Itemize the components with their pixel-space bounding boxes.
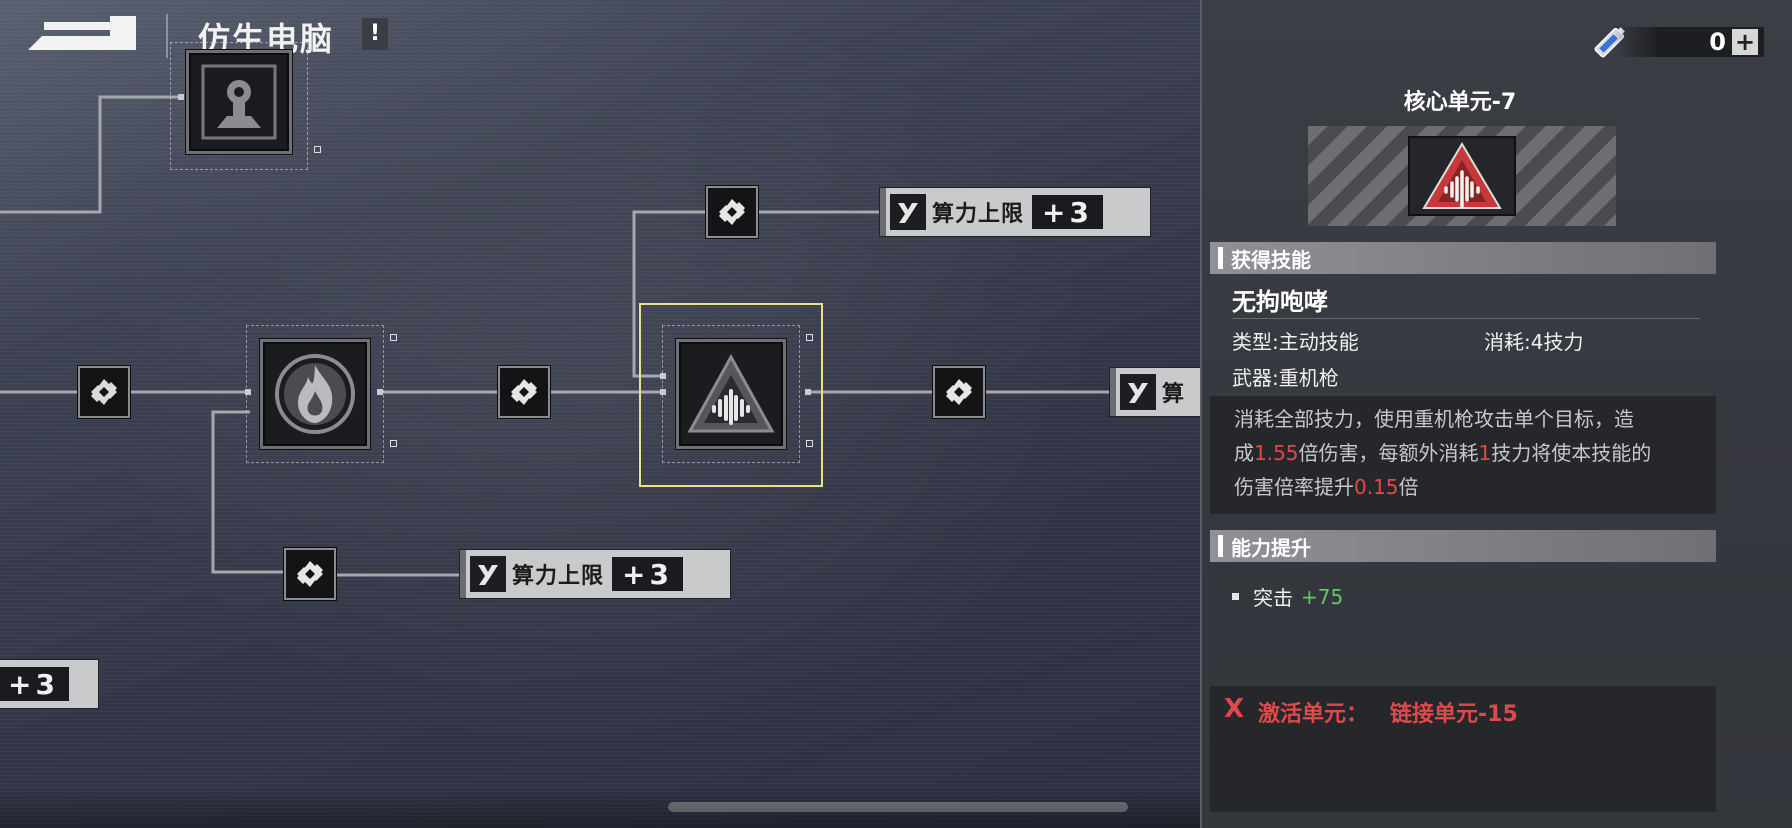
ability-row: 突击 +75 <box>1232 582 1343 611</box>
frame-corner <box>390 334 397 341</box>
node-link[interactable] <box>498 366 550 418</box>
frame-corner <box>806 440 813 447</box>
skill-name: 无拘咆哮 <box>1232 288 1328 316</box>
stat-value: +3 <box>0 667 69 701</box>
node-flame[interactable] <box>260 339 370 449</box>
node-link[interactable] <box>706 186 758 238</box>
damage-multiplier: 1.55 <box>1254 441 1299 465</box>
currency-bar: 0 + <box>1614 27 1764 57</box>
stat-value: +3 <box>1032 195 1103 229</box>
requirement-label: 激活单元： <box>1258 702 1369 727</box>
link-icon <box>297 561 323 587</box>
unit-name: 核心单元-7 <box>1403 90 1517 115</box>
roar-sound-icon <box>1422 142 1502 209</box>
node-link[interactable] <box>284 548 336 600</box>
stat-card-compute-limit[interactable]: 算 <box>1110 368 1200 416</box>
node-link[interactable] <box>933 366 985 418</box>
node-frame <box>170 42 308 170</box>
node-frame <box>662 325 800 463</box>
title-divider <box>166 14 168 58</box>
y-chip-icon <box>890 194 926 230</box>
stat-card-compute-limit[interactable]: 算力上限 +3 <box>460 550 730 598</box>
node-link[interactable] <box>78 366 130 418</box>
turret-icon <box>201 64 277 140</box>
description-line: 成1.55倍伤害，每额外消耗1技力将使本技能的 <box>1234 441 1652 465</box>
frame-corner <box>390 440 397 447</box>
y-chip-icon <box>470 556 506 592</box>
skill-description: 消耗全部技力，使用重机枪攻击单个目标，造 成1.55倍伤害，每额外消耗1技力将使… <box>1210 396 1716 514</box>
multiplier-increase: 0.15 <box>1354 475 1399 499</box>
link-icon <box>719 199 745 225</box>
stat-card-compute-limit[interactable]: +3 <box>0 660 98 708</box>
skill-tree-canvas[interactable]: 仿生电脑 ! <box>0 0 1200 828</box>
skill-type: 类型:主动技能 <box>1232 330 1359 354</box>
back-arrow-icon <box>28 16 136 50</box>
title-alert-icon[interactable]: ! <box>362 18 388 50</box>
section-header-ability: 能力提升 <box>1210 530 1716 562</box>
description-line: 伤害倍率提升0.15倍 <box>1234 475 1419 499</box>
roar-sound-icon <box>687 353 775 433</box>
stat-value: +3 <box>612 557 683 591</box>
divider <box>1232 318 1700 319</box>
link-icon <box>946 379 972 405</box>
not-met-x-icon: X <box>1224 694 1245 724</box>
link-icon <box>91 379 117 405</box>
extra-cost: 1 <box>1478 441 1492 465</box>
tree-connections <box>0 94 1110 577</box>
stat-label: 算 <box>1162 382 1186 407</box>
skill-cost: 消耗:4技力 <box>1484 330 1584 354</box>
description-line: 消耗全部技力，使用重机枪攻击单个目标，造 <box>1234 407 1634 431</box>
ability-value: +75 <box>1301 584 1344 609</box>
unit-preview-frame <box>1408 136 1516 216</box>
selection-highlight <box>639 303 823 487</box>
unit-preview <box>1308 126 1616 226</box>
currency-display: 0 + <box>1590 22 1764 62</box>
frame-corner <box>806 334 813 341</box>
link-icon <box>511 379 537 405</box>
stat-label: 算力上限 <box>932 202 1025 227</box>
currency-value: 0 <box>1709 28 1726 56</box>
requirement-target[interactable]: 链接单元-15 <box>1390 702 1518 727</box>
back-button[interactable] <box>24 14 136 54</box>
horizontal-scrollbar[interactable] <box>668 802 1128 812</box>
ability-name: 突击 <box>1253 586 1293 610</box>
node-core-unit-7[interactable] <box>676 339 786 449</box>
stat-label: 算力上限 <box>512 564 605 589</box>
node-frame <box>246 325 384 463</box>
stat-card-compute-limit[interactable]: 算力上限 +3 <box>880 188 1150 236</box>
flame-icon <box>275 354 355 434</box>
add-currency-button[interactable]: + <box>1732 29 1758 55</box>
y-chip-icon <box>1120 374 1156 410</box>
frame-corner <box>314 146 321 153</box>
skill-weapon: 武器:重机枪 <box>1232 366 1339 390</box>
activation-requirement: X 激活单元： 链接单元-15 <box>1210 686 1716 812</box>
bullet-icon <box>1232 593 1239 600</box>
section-header-skill: 获得技能 <box>1210 242 1716 274</box>
node-turret[interactable] <box>186 50 292 154</box>
